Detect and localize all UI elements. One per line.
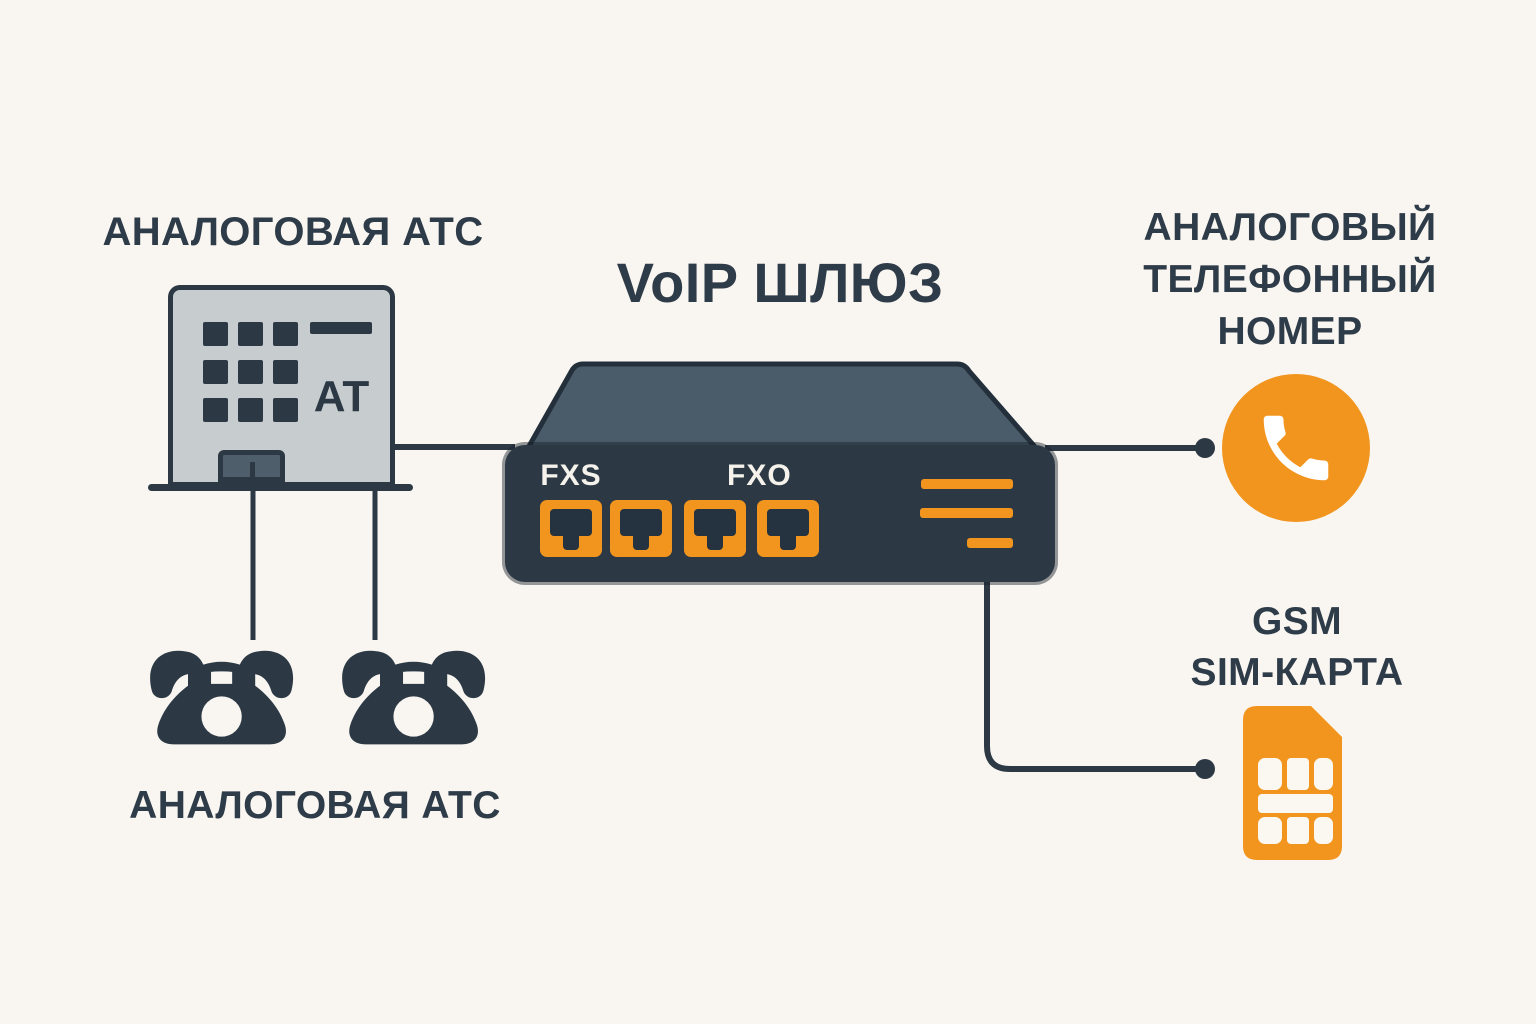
building-door bbox=[218, 450, 285, 482]
voip-gateway-icon: FXS FXO bbox=[505, 445, 1055, 582]
sim-contacts bbox=[1258, 758, 1333, 844]
building-window bbox=[238, 398, 263, 422]
gsm-label: GSM SIM-КАРТА bbox=[1097, 596, 1497, 698]
gateway-title: VoIP ШЛЮЗ bbox=[616, 251, 944, 314]
pbx-top-label: АНАЛОГОВАЯ АТС bbox=[102, 210, 484, 254]
analog-number-label: АНАЛОГОВЫЙ ТЕЛЕФОННЫЙ НОМЕР bbox=[1090, 202, 1490, 358]
building-ground-line bbox=[148, 484, 413, 491]
building-window bbox=[273, 360, 298, 384]
gateway-lid bbox=[525, 361, 1039, 451]
rj11-jack bbox=[620, 509, 662, 550]
vent-bar bbox=[920, 508, 1013, 518]
analog-number-icon bbox=[1222, 374, 1370, 522]
phones-bottom-label: АНАЛОГОВАЯ АТС bbox=[129, 784, 501, 827]
building-window bbox=[238, 322, 263, 346]
rj11-port-fxs-1 bbox=[540, 500, 602, 557]
building-window bbox=[203, 322, 228, 346]
building-window bbox=[203, 398, 228, 422]
analog-number-line-3: НОМЕР bbox=[1217, 310, 1363, 353]
rj11-port-fxs-2 bbox=[610, 500, 672, 557]
building-text: АТ bbox=[313, 372, 369, 421]
analog-number-line-2: ТЕЛЕФОННЫЙ bbox=[1143, 258, 1437, 301]
sim-card-graphic bbox=[1243, 706, 1342, 860]
gsm-line-2: SIM-КАРТА bbox=[1190, 651, 1404, 694]
rj11-jack bbox=[694, 509, 736, 550]
vent-bar bbox=[921, 479, 1013, 489]
building-window bbox=[273, 322, 298, 346]
connector-lines bbox=[250, 444, 1196, 772]
phone-icon-1 bbox=[150, 650, 294, 745]
rj11-jack bbox=[767, 509, 809, 550]
fxs-port-label: FXS bbox=[540, 459, 602, 492]
handset-icon bbox=[1263, 415, 1329, 481]
connector-dot-sim bbox=[1195, 759, 1215, 779]
building-window bbox=[273, 398, 298, 422]
gsm-line-1: GSM bbox=[1251, 600, 1343, 643]
line-gateway-to-sim bbox=[984, 578, 1196, 772]
connector-dot-phone bbox=[1195, 438, 1215, 458]
analog-number-line-1: АНАЛОГОВЫЙ bbox=[1143, 206, 1437, 249]
pbx-building-icon: АТ bbox=[168, 285, 395, 487]
building-window bbox=[238, 360, 263, 384]
rj11-port-fxo-1 bbox=[684, 500, 746, 557]
rj11-port-fxo-2 bbox=[757, 500, 819, 557]
building-window bbox=[203, 360, 228, 384]
vent-bar bbox=[967, 538, 1013, 548]
door-handle bbox=[249, 462, 255, 477]
sim-card-icon bbox=[1243, 706, 1342, 865]
fxo-port-label: FXO bbox=[727, 459, 792, 492]
phone-icon-2 bbox=[342, 650, 486, 745]
rj11-jack bbox=[550, 509, 592, 550]
building-sign-bar bbox=[310, 322, 372, 334]
